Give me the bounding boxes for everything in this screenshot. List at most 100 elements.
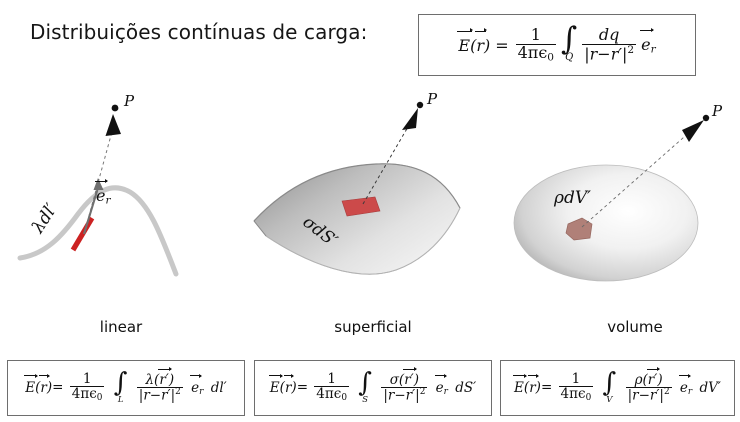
distance-term: |r−r′| xyxy=(584,44,628,64)
charged-volume xyxy=(513,164,699,282)
page-title: Distribuições contínuas de carga: xyxy=(30,20,368,44)
integrand: ρ(r′) |r−r′|2 xyxy=(625,366,672,404)
unit-vector-subscript: r xyxy=(199,386,204,397)
integrand-denominator: |r−r′|2 xyxy=(381,387,428,404)
formula-box-linear: E(r)= 1 4πϵ0 ∫ L λ(r′) |r−r′|2 er dl′ xyxy=(7,360,245,416)
ray-arrowhead xyxy=(105,114,121,136)
volume-charge-element xyxy=(565,217,593,241)
caption-volume: volume xyxy=(607,318,663,336)
linear-formula: E(r)= 1 4πϵ0 ∫ L λ(r′) |r−r′|2 er dl′ xyxy=(24,366,227,404)
integrand-numerator: dq xyxy=(598,24,620,44)
unit-vector-subscript: r xyxy=(443,386,448,397)
integrand-denominator: |r−r′|2 xyxy=(136,387,183,403)
integral-domain: S xyxy=(362,393,369,404)
epsilon-subscript: 0 xyxy=(547,51,554,64)
main-formula: E(r) = 1 4πϵ0 ∫ Q dq |r−r′|2 er xyxy=(419,15,695,75)
unit-vector-e: e xyxy=(94,178,110,205)
equals-sign: = xyxy=(296,379,308,396)
coeff-numerator: 1 xyxy=(327,371,336,388)
integral-symbol: ∫ xyxy=(561,21,578,58)
figure-volume: P ρdV′ xyxy=(496,78,740,340)
unit-vector-shaft xyxy=(82,187,100,235)
epsilon-subscript: 0 xyxy=(96,393,103,404)
distance-exponent: 2 xyxy=(663,387,670,398)
point-p-label: P xyxy=(427,90,438,108)
integrand-numerator: λ(r′) xyxy=(145,366,175,388)
surface-formula: E(r)= 1 4πϵ0 ∫ S σ(r′) |r−r′|2 er dS′ xyxy=(268,366,477,404)
equals-sign: = xyxy=(540,379,553,396)
distance-term: |r−r′| xyxy=(383,387,420,404)
distance-exponent: 2 xyxy=(627,43,635,56)
coulomb-constant: 1 4πϵ0 xyxy=(515,26,556,64)
point-p-label: P xyxy=(712,102,723,120)
point-p-dot xyxy=(416,101,424,109)
density-symbol: ρ xyxy=(634,371,643,388)
surface-diagram-svg xyxy=(253,101,461,275)
coeff-denominator-text: 4πϵ xyxy=(517,42,548,62)
integrand-denominator: |r−r′|2 xyxy=(625,387,672,404)
integral: ∫ Q xyxy=(561,21,578,64)
integrand-numerator: σ(r′) xyxy=(389,366,419,388)
differential: dS′ xyxy=(455,379,477,396)
line-charge-element xyxy=(70,216,95,252)
unit-vector: er xyxy=(434,373,448,397)
point-p-dot xyxy=(111,104,119,112)
integral-domain: Q xyxy=(565,52,574,64)
coeff-numerator: 1 xyxy=(571,371,581,388)
volume-diagram-svg xyxy=(513,114,710,282)
field-symbol: E xyxy=(457,28,473,55)
integral: ∫ V xyxy=(602,367,617,404)
linear-diagram-svg xyxy=(17,104,179,277)
integrand: dq |r−r′|2 xyxy=(582,24,637,64)
formula-box-volume: E(r)= 1 4πϵ0 ∫ V ρ(r′) |r−r′|2 er dV′ xyxy=(500,360,735,416)
integrand-denominator: |r−r′|2 xyxy=(582,43,637,64)
equals-sign: = xyxy=(495,35,509,55)
paren-close: ) xyxy=(483,35,491,55)
paren-open: ( xyxy=(470,35,477,55)
coulomb-constant: 1 4πϵ0 xyxy=(69,372,105,404)
field-symbol: E xyxy=(268,373,283,396)
unit-vector-symbol: e xyxy=(434,373,447,396)
coeff-denominator-text: 4πϵ xyxy=(316,386,342,403)
field-symbol: E xyxy=(513,373,527,396)
figure-superficial: P σdS′ xyxy=(246,78,496,340)
unit-vector-symbol: e xyxy=(678,373,691,396)
unit-vector-symbol: e xyxy=(640,27,655,54)
point-p-label: P xyxy=(124,92,135,110)
coeff-denominator-text: 4πϵ xyxy=(71,386,97,403)
field-symbol: E xyxy=(24,373,38,396)
distance-exponent: 2 xyxy=(419,387,426,398)
surface-left-edge xyxy=(253,220,267,237)
caption-superficial: superficial xyxy=(334,318,412,336)
unit-vector-subscript: r xyxy=(650,43,656,56)
coulomb-constant: 1 4πϵ0 xyxy=(314,372,349,404)
integral-domain: V xyxy=(606,393,613,404)
distance-term: |r−r′| xyxy=(627,387,664,404)
integral: ∫ L xyxy=(114,370,128,404)
epsilon-subscript: 0 xyxy=(341,393,347,404)
header: Distribuições contínuas de carga: E(r) =… xyxy=(0,8,740,76)
integral-symbol: ∫ xyxy=(602,367,617,398)
surface-charge-element xyxy=(341,196,381,217)
captions-row: linear superficial volume xyxy=(0,318,740,344)
unit-vector: er xyxy=(678,373,693,397)
volume-element-label: ρdV′ xyxy=(554,188,592,208)
position-symbol: r xyxy=(283,373,296,396)
formula-boxes-row: E(r)= 1 4πϵ0 ∫ L λ(r′) |r−r′|2 er dl′ xyxy=(0,360,740,418)
field-ray-dashed xyxy=(581,129,693,228)
density-argument: r′ xyxy=(403,366,417,388)
figures-row: P er λdl′ xyxy=(0,78,740,340)
position-symbol: r xyxy=(528,373,540,396)
formula-box-superficial: E(r)= 1 4πϵ0 ∫ S σ(r′) |r−r′|2 er dS′ xyxy=(254,360,492,416)
unit-vector: er xyxy=(640,27,656,56)
coeff-denominator-text: 4πϵ xyxy=(560,386,586,403)
unit-vector-subscript: r xyxy=(687,386,693,397)
figure-linear: P er λdl′ xyxy=(0,78,246,340)
unit-vector-r: r xyxy=(105,194,111,207)
unit-vector-label: er xyxy=(94,178,111,207)
position-symbol: r xyxy=(39,373,51,396)
main-formula-box: E(r) = 1 4πϵ0 ∫ Q dq |r−r′|2 er xyxy=(418,14,696,76)
position-symbol: r xyxy=(475,28,487,55)
coeff-denominator: 4πϵ0 xyxy=(314,386,349,403)
